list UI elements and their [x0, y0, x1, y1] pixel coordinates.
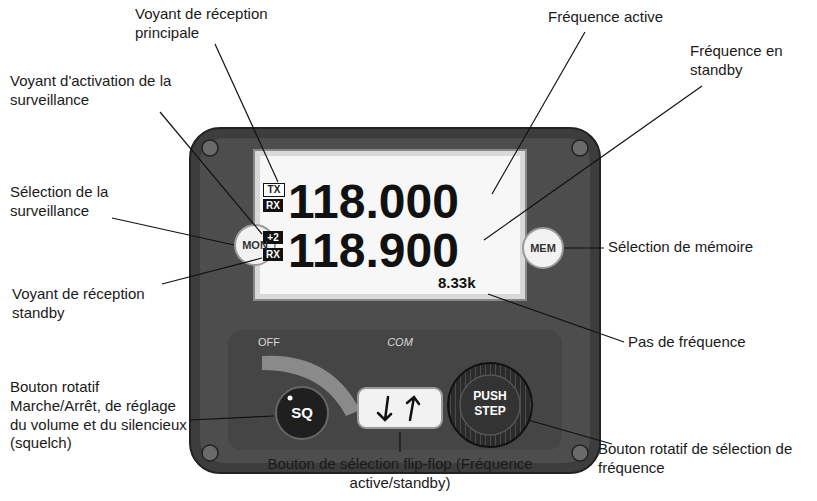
- callout-label: Fréquence active: [548, 8, 708, 27]
- screen-bevel: [254, 150, 526, 300]
- sq-knob: [276, 387, 328, 439]
- housing: [190, 128, 600, 473]
- knob-dot: [288, 396, 293, 401]
- callout-label: Bouton rotatif de sélection de fréquence: [598, 440, 813, 478]
- knob-label: PUSH: [462, 389, 518, 403]
- button-label: MON: [233, 238, 277, 252]
- knob-cap: [460, 375, 520, 435]
- screws: [202, 140, 588, 461]
- bezel: [200, 138, 590, 463]
- panel-label: COM: [380, 337, 420, 348]
- callout-label: Voyant d'activation de la surveillance: [10, 72, 180, 110]
- screen: [260, 156, 520, 294]
- active-frequency: 118.000: [288, 178, 513, 226]
- flip-flop-arrows: [378, 397, 419, 420]
- knob-label: SQ: [282, 404, 322, 422]
- callout-label: Fréquence en standby: [690, 42, 800, 80]
- callout-label: Voyant de réception principale: [135, 5, 305, 43]
- callout-label: Sélection de mémoire: [608, 238, 808, 257]
- callout-label: Voyant de réception standby: [12, 285, 172, 323]
- indicator-rx: RX: [263, 199, 283, 212]
- callout-label: Bouton de sélection flip-flop (Fréquence…: [262, 455, 538, 493]
- standby-frequency: 118.900: [288, 227, 513, 275]
- button-label: MEM: [521, 241, 565, 255]
- panel-label: OFF: [258, 337, 298, 348]
- frequency-step: 8.33k: [438, 275, 508, 290]
- frequency-knob: [448, 363, 532, 447]
- callout-label: Sélection de la surveillance: [10, 183, 130, 221]
- knob-label: STEP: [462, 404, 518, 418]
- callout-label: Pas de fréquence: [628, 333, 808, 352]
- indicator-tx: TX: [263, 183, 285, 197]
- lower-panel: [228, 330, 562, 450]
- flip-flop-button: [358, 388, 442, 428]
- callout-label: Bouton rotatif Marche/Arrêt, de réglage …: [10, 378, 190, 453]
